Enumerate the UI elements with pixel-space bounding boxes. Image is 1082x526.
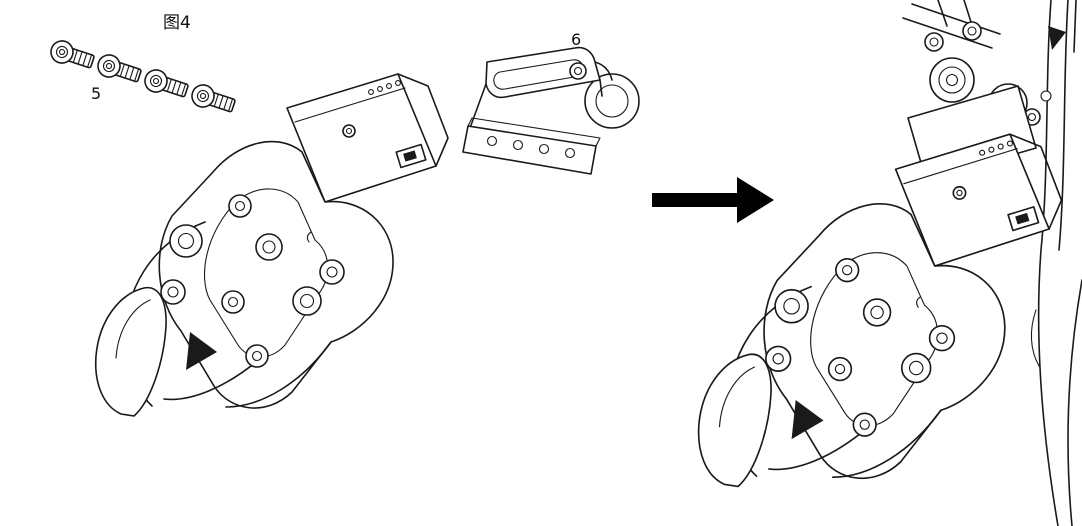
bracket-part [462, 46, 640, 175]
screw-icon [47, 37, 97, 74]
arm-edge [1037, 0, 1059, 526]
screw-icon [94, 51, 144, 88]
screws-group [47, 37, 238, 118]
screw-icon [188, 81, 238, 118]
gripper-exploded [94, 73, 449, 417]
bracket-base-plate [462, 125, 597, 175]
part-5-label: 5 [91, 84, 101, 103]
part-6-label: 6 [571, 30, 581, 49]
figure-title: 图4 [163, 13, 191, 33]
assembly-arrow-icon [652, 177, 774, 223]
screw-icon [141, 66, 191, 103]
